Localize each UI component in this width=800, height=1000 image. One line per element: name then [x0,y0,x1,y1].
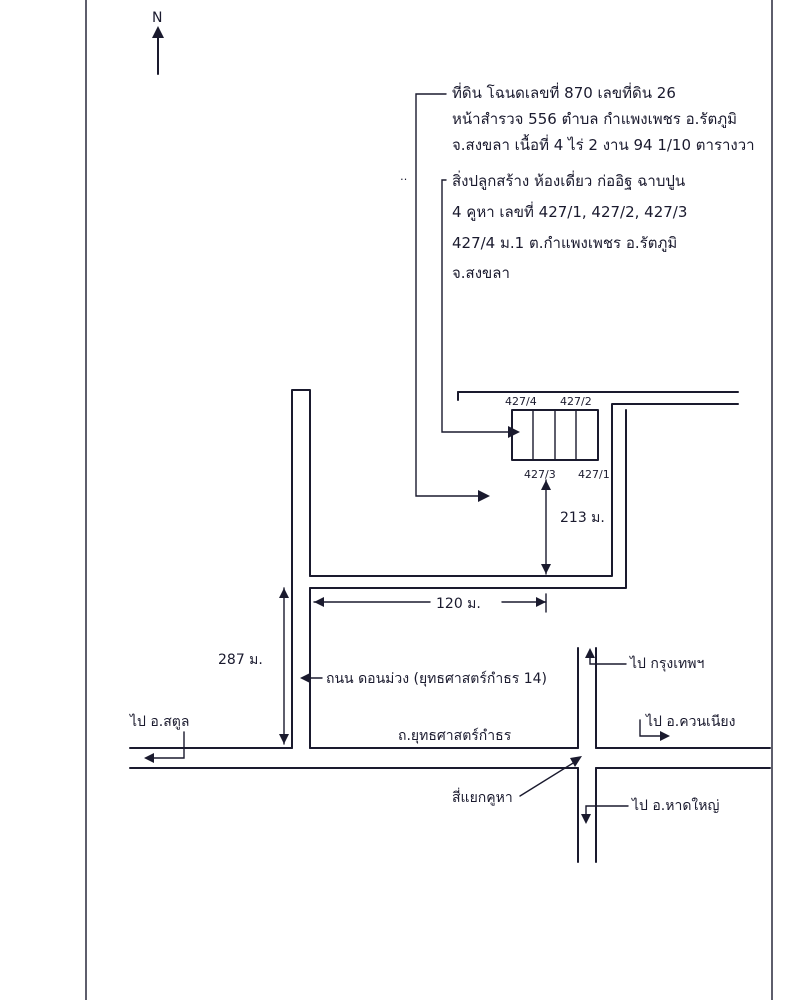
north-label: N [152,10,162,26]
to-hat-yai-label: ไป อ.หาดใหญ่ [631,797,719,814]
to-khuan-niang-label: ไป อ.ควนเนียง [645,713,735,730]
note-line-2: หน้าสำรวจ 556 ตำบล กำแพงเพชร อ.รัตภูมิ [452,110,737,128]
building-leader-line [441,179,509,433]
side-dimension: 287 ม. [218,587,289,745]
land-leader-line [415,93,479,497]
intersection-pointer [519,759,579,797]
note-line-5: 4 คูหา เลขที่ 427/1, 427/2, 427/3 [452,201,687,221]
land-leader-arrowhead [478,490,490,502]
land-parcel [291,389,739,749]
building-leader-arrowhead [508,426,520,438]
cross-road [577,647,597,863]
to-hat-yai-arrowhead [581,814,591,824]
local-road-callout: ถนน ดอนม่วง (ยุทธศาสตร์กำธร 14) [300,670,547,687]
unit-427-1-label: 427/1 [578,468,610,481]
parcel-outline-outer [291,389,311,749]
side-arrow-top [279,588,289,598]
width-arrow-left [314,597,324,607]
land-leader [415,93,490,502]
main-road-label: ถ.ยุทธศาสตร์กำธร [398,727,512,744]
unit-427-3-label: 427/3 [524,468,556,481]
local-road-arrowhead [300,673,310,683]
parcel-outline-inner [457,391,739,401]
to-khuan-niang-arrow-line [639,719,669,737]
to-satun-direction: ไป อ.สตูล [129,713,189,763]
property-note: ที่ดิน โฉนดเลขที่ 870 เลขที่ดิน 26 หน้าส… [452,82,755,282]
width-arrow-right [536,597,546,607]
parcel-access-lane [309,409,627,589]
side-arrow-bottom [279,734,289,744]
unit-427-4-label: 427/4 [505,395,537,408]
note-line-4: สิ่งปลูกสร้าง ห้องเดี่ยว ก่ออิฐ ฉาบปูน [452,170,685,190]
depth-dimension: 213 ม. [541,479,605,575]
north-arrow-head [152,26,164,38]
to-hat-yai-direction: ไป อ.หาดใหญ่ [581,797,719,824]
width-label: 120 ม. [436,596,481,612]
main-road: ถ.ยุทธศาสตร์กำธร [129,727,771,769]
to-bangkok-arrowhead [585,648,595,658]
stray-dots: ‥ [400,170,407,183]
parcel-outline-outer-2 [309,403,739,577]
note-line-1: ที่ดิน โฉนดเลขที่ 870 เลขที่ดิน 26 [452,82,676,102]
note-line-3: จ.สงขลา เนื้อที่ 4 ไร่ 2 งาน 94 1/10 ตาร… [452,134,755,154]
depth-label: 213 ม. [560,510,605,526]
to-bangkok-label: ไป กรุงเทพฯ [629,655,704,672]
local-road-label: ถนน ดอนม่วง (ยุทธศาสตร์กำธร 14) [326,670,547,687]
to-satun-label: ไป อ.สตูล [129,713,189,730]
north-arrow: N [152,10,164,75]
depth-arrow-top [541,480,551,490]
intersection-callout: สี่แยกคูหา [452,756,582,806]
unit-427-2-label: 427/2 [560,395,592,408]
to-bangkok-direction: ไป กรุงเทพฯ [585,648,704,672]
to-khuan-niang-arrowhead [660,731,670,741]
depth-arrow-bottom [541,564,551,574]
building: 427/4 427/2 427/3 427/1 [505,395,610,481]
to-satun-arrowhead [144,753,154,763]
note-line-6: 427/4 ม.1 ต.กำแพงเพชร อ.รัตภูมิ [452,234,677,252]
note-line-7: จ.สงขลา [452,264,510,282]
width-dimension: 120 ม. [313,593,547,613]
to-khuan-niang-direction: ไป อ.ควนเนียง [639,713,735,741]
intersection-label: สี่แยกคูหา [452,788,513,806]
to-satun-arrow-line [145,731,185,759]
intersection-arrowhead [570,756,582,767]
to-hat-yai-arrow-line [585,805,629,823]
side-label: 287 ม. [218,652,263,668]
